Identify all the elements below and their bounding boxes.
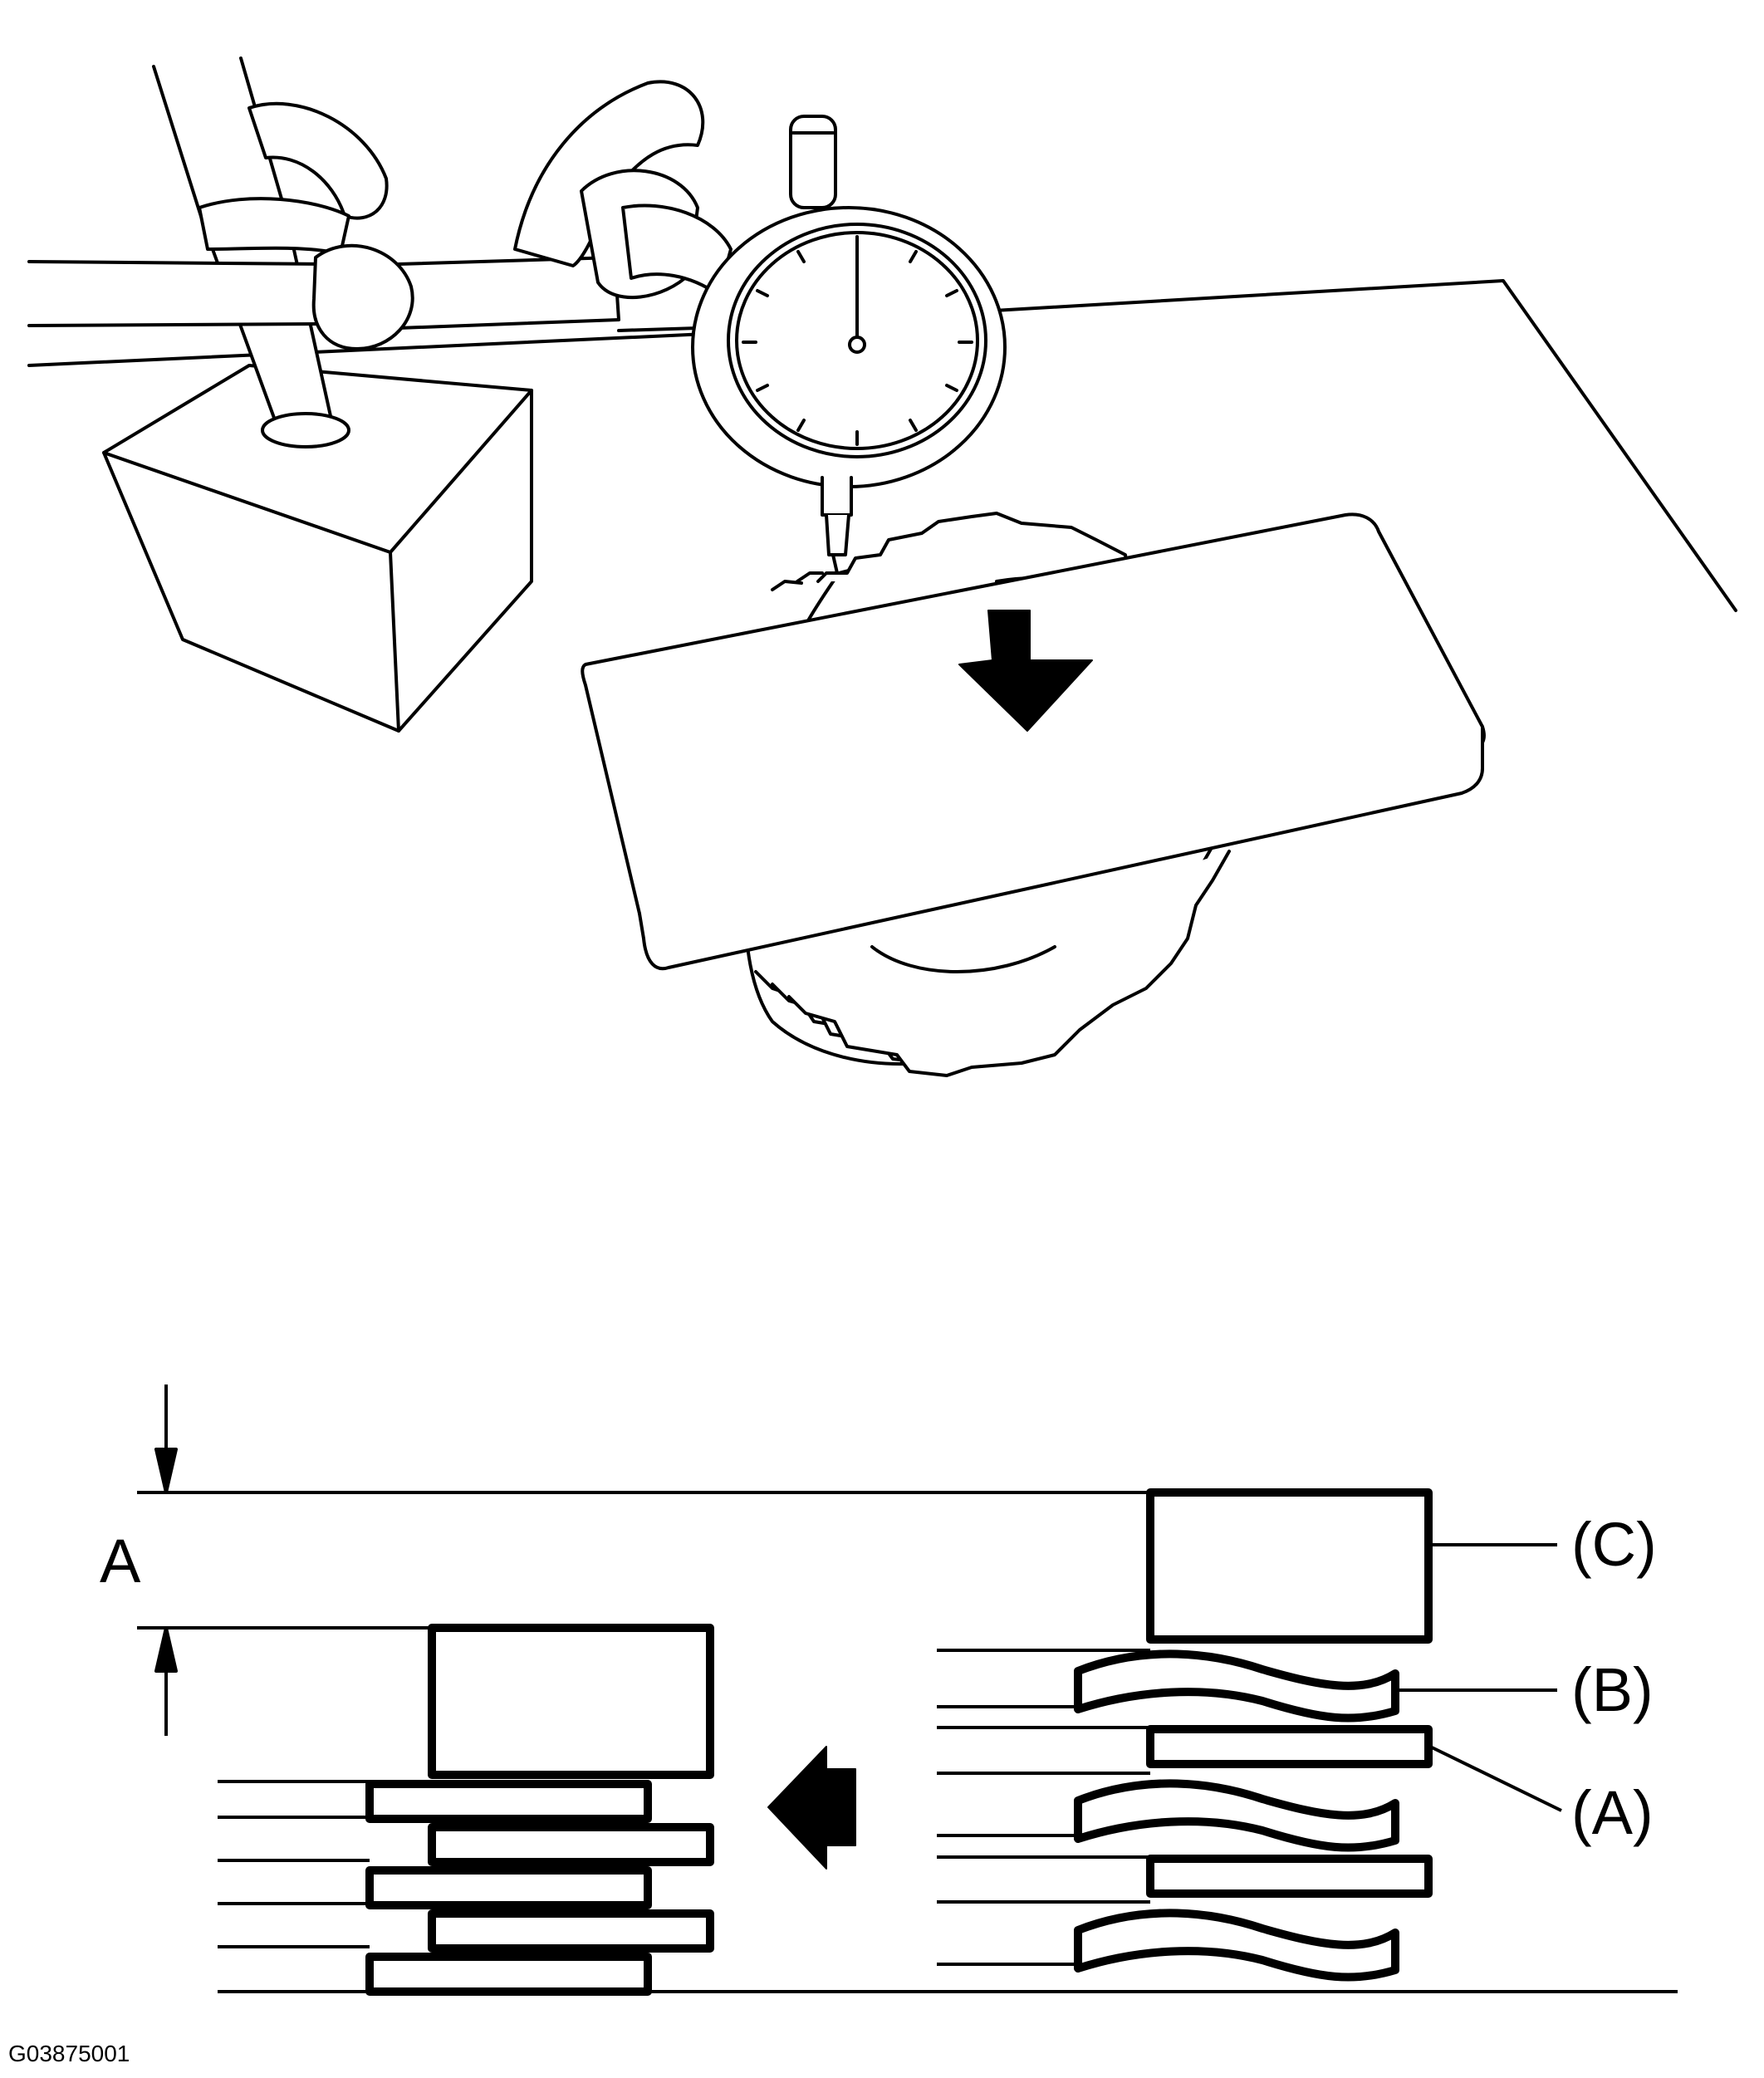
indicator-stem xyxy=(821,476,853,575)
cross-section-diagram xyxy=(137,1385,1678,1996)
compressed-pack-leader-lines xyxy=(218,1780,370,1948)
press-down-arrow xyxy=(958,610,1093,732)
plate-a-right-2 xyxy=(1146,1855,1433,1898)
callout-leaders xyxy=(1395,1543,1562,1812)
wave-disc-b-2 xyxy=(1074,1779,1399,1852)
plate-a-2 xyxy=(365,1866,652,1909)
wave-disc-b-1 xyxy=(1074,1649,1399,1723)
plate-a-right-1 xyxy=(1146,1725,1433,1768)
figure-code: G03875001 xyxy=(8,2041,130,2066)
disc-b-1 xyxy=(428,1823,714,1866)
compressed-clutch-pack xyxy=(365,1624,714,1996)
disc-b-2 xyxy=(428,1909,714,1953)
dial-indicator-illustration xyxy=(27,56,1737,1077)
dimension-a-label: A xyxy=(100,1527,141,1595)
dial-tick-marks xyxy=(742,235,973,446)
compression-arrow xyxy=(767,1746,856,1870)
pressing-block-compressed xyxy=(428,1624,714,1779)
wave-disc-b-3 xyxy=(1074,1909,1399,1982)
callout-c-label: (C) xyxy=(1571,1510,1657,1579)
callout-a-label: (A) xyxy=(1571,1778,1654,1847)
dial-needle xyxy=(848,247,866,354)
dial-indicator-gauge xyxy=(691,115,1007,575)
plate-a-3 xyxy=(365,1953,652,1996)
callout-b-label: (B) xyxy=(1571,1655,1654,1724)
uncompressed-pack-leader-lines xyxy=(937,1649,1150,1966)
pressing-block-c xyxy=(1146,1488,1433,1644)
magnetic-base-block xyxy=(102,364,533,733)
indicator-holder xyxy=(513,80,733,300)
plate-a-1 xyxy=(365,1780,652,1823)
dimension-arrows xyxy=(154,1385,178,1736)
uncompressed-clutch-pack xyxy=(1074,1488,1433,1982)
rod-clamp xyxy=(198,101,414,350)
